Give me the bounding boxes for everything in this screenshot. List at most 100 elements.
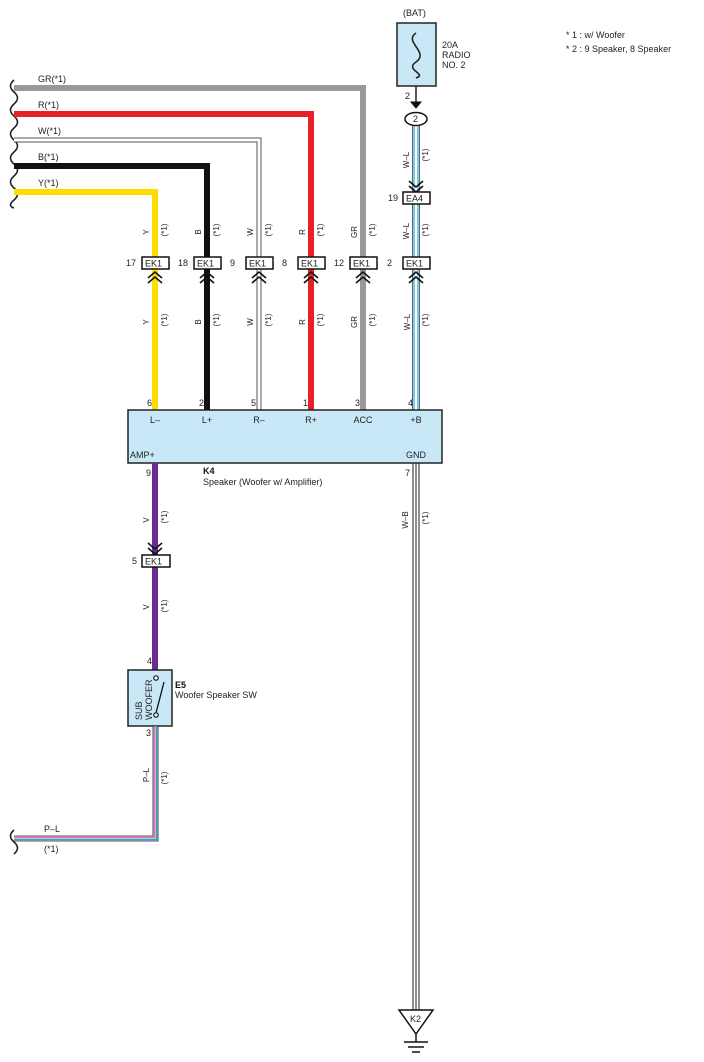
wire-label-ea4-to-ek1: W–L <box>402 222 411 239</box>
switch-contact-top <box>153 675 159 681</box>
fuse-rating: 20A <box>442 40 458 50</box>
harness-label-b: B(*1) <box>38 152 59 162</box>
harness-label-y: Y(*1) <box>38 178 59 188</box>
ek1-connector-box-12 <box>349 256 378 270</box>
ek1-connector-code-2: EK1 <box>406 259 423 269</box>
note-ref-wb: (*1) <box>421 511 430 524</box>
wire-label-lower-w: W <box>246 318 255 326</box>
ek1-connector-pin-18: 18 <box>178 258 188 268</box>
fuse-box <box>396 22 437 87</box>
harness-break-top <box>9 79 19 209</box>
ea4-pin: 19 <box>388 193 398 203</box>
fuse-icon <box>411 32 421 79</box>
switch-lever-icon <box>155 681 165 714</box>
note-ref-ea4-to-ek1: (*1) <box>421 223 430 236</box>
fuse-source-label: (BAT) <box>403 8 426 18</box>
ek1-connector-box-9 <box>245 256 274 270</box>
wire-r <box>14 111 314 410</box>
wire-label-pl-vertical: P–L <box>142 767 151 782</box>
wire-label-lower-b: B <box>194 319 203 324</box>
ek1-chevron-icon-8 <box>303 270 319 284</box>
amp-top-terminal-name-2: R– <box>253 415 265 425</box>
amp-top-pin-1: 1 <box>303 398 308 408</box>
wire-label-upper-y: Y <box>142 229 151 235</box>
note-ref-fuse-to-ea4: (*1) <box>421 148 430 161</box>
wire-wb <box>412 463 420 1010</box>
ek1-connector-box-2 <box>402 256 431 270</box>
harness-breaks <box>9 79 19 855</box>
note-1: * 1 : w/ Woofer <box>566 30 625 40</box>
note-ref-lower-r: (*1) <box>316 313 325 326</box>
fuse-name-line1: RADIO <box>442 50 471 60</box>
amp-pin-7: 7 <box>405 468 410 478</box>
ek1-connector-pin-9: 9 <box>230 258 235 268</box>
harness-label-w: W(*1) <box>38 126 61 136</box>
note-ref-v-upper: (*1) <box>160 510 169 523</box>
wire-label-upper-gr: GR <box>350 226 359 238</box>
amp-top-pin-2: 2 <box>199 398 204 408</box>
amp-top-terminal-name-4: ACC <box>353 415 373 425</box>
harness-break-bottom <box>9 829 19 855</box>
switch-inner-line2: WOOFER <box>144 679 154 720</box>
ek1-connector-row: Y(*1)EK117Y(*1)B(*1)EK118B(*1)W(*1)EK19W… <box>126 223 431 330</box>
amp-top-terminal-name-3: R+ <box>305 415 317 425</box>
ek1-connector-code-9: EK1 <box>249 259 266 269</box>
note-ref-pl-input: (*1) <box>44 844 59 854</box>
amp-top-terminal-name-1: L+ <box>202 415 212 425</box>
amp-top-pin-6: 6 <box>147 398 152 408</box>
junction-label: 2 <box>413 114 418 124</box>
note-ref-v-lower: (*1) <box>160 599 169 612</box>
ea4-chevron-icon <box>408 180 424 194</box>
harness-label-gr: GR(*1) <box>38 74 66 84</box>
ek1-connector-pin-8: 8 <box>282 258 287 268</box>
note-2: * 2 : 9 Speaker, 8 Speaker <box>566 44 671 54</box>
ek1-lower-pin: 5 <box>132 556 137 566</box>
ek1-connector-box-8 <box>297 256 326 270</box>
note-ref-lower-w: (*1) <box>264 313 273 326</box>
wire-label-upper-r: R <box>298 229 307 235</box>
ek1-connector-pin-17: 17 <box>126 258 136 268</box>
ek1-lower-box <box>141 554 171 568</box>
ek1-chevron-icon-12 <box>355 270 371 284</box>
wire-label-lower-r: R <box>298 319 307 325</box>
wire-pl <box>14 726 159 842</box>
ea4-code: EA4 <box>406 194 423 204</box>
wire-gr <box>14 85 366 410</box>
ek1-connector-box-17 <box>141 256 170 270</box>
amp-top-pin-5: 5 <box>251 398 256 408</box>
wire-label-lower-wl: W–L <box>403 313 412 330</box>
wire-label-lower-gr: GR <box>350 316 359 328</box>
ea4-connector-box <box>402 191 431 205</box>
switch-inner-line1: SUB <box>134 701 144 720</box>
amp-code: K4 <box>203 466 215 476</box>
amp-terminal-gnd: GND <box>406 450 427 460</box>
wire-label-fuse-to-ea4: W–L <box>402 151 411 168</box>
note-ref-lower-b: (*1) <box>212 313 221 326</box>
note-ref-pl-vertical: (*1) <box>160 771 169 784</box>
wire-label-upper-w: W <box>246 228 255 236</box>
wire-w <box>14 138 261 410</box>
switch-box <box>127 669 173 727</box>
wire-label-v-upper: V <box>142 517 151 523</box>
amp-top-pin-4: 4 <box>408 398 413 408</box>
fuse-pin: 2 <box>405 91 410 101</box>
amp-top-terminal-name-0: L– <box>150 415 160 425</box>
switch-pin-bottom: 3 <box>146 728 151 738</box>
wire-label-wb: W–B <box>401 511 410 528</box>
wire-b <box>14 163 210 410</box>
ek1-connector-box-18 <box>193 256 222 270</box>
switch-pin-top: 4 <box>147 656 152 666</box>
fuse-output-arrow-icon <box>409 101 423 109</box>
note-ref-lower-wl: (*1) <box>421 313 430 326</box>
wire-label-pl-input: P–L <box>44 824 60 834</box>
note-ref-upper-gr: (*1) <box>368 223 377 236</box>
note-ref-upper-w: (*1) <box>264 223 273 236</box>
note-ref-upper-b: (*1) <box>212 223 221 236</box>
amp-name: Speaker (Woofer w/ Amplifier) <box>203 477 322 487</box>
ek1-connector-code-17: EK1 <box>145 259 162 269</box>
note-ref-lower-gr: (*1) <box>368 313 377 326</box>
ek1-chevron-icon-17 <box>147 270 163 284</box>
note-ref-lower-y: (*1) <box>160 313 169 326</box>
ground-code: K2 <box>410 1014 421 1024</box>
